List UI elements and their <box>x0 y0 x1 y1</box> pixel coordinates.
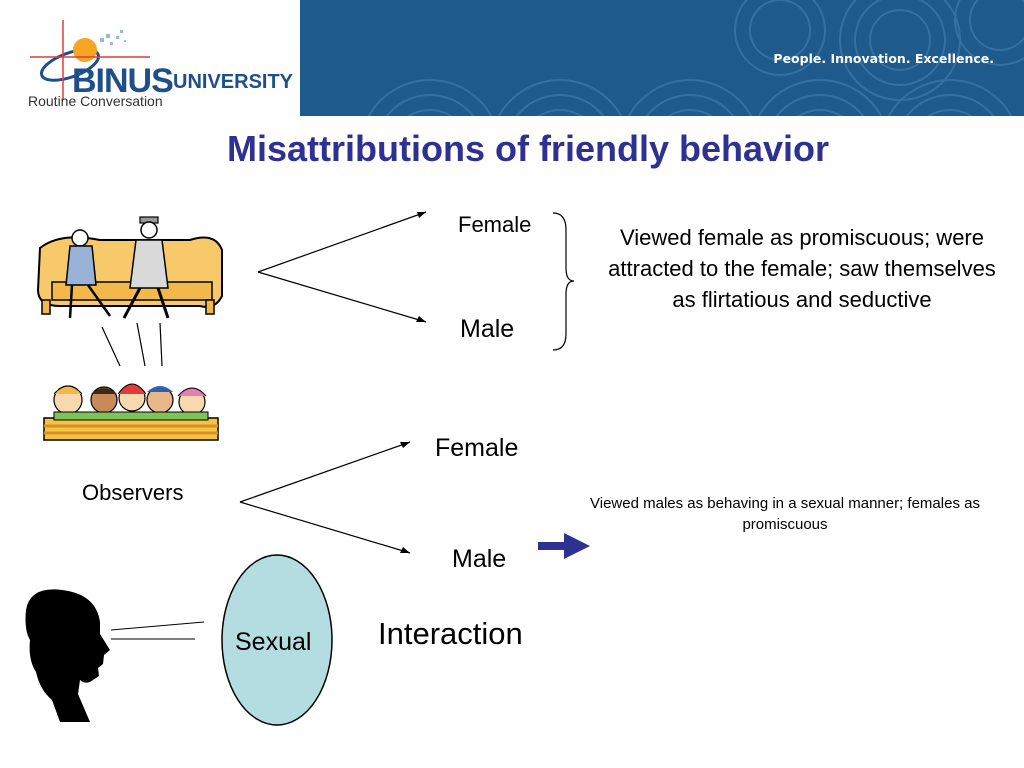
wave-pattern <box>367 0 1024 116</box>
sexual-label: Sexual <box>235 628 312 656</box>
bottom-branch-arrowhead-upper <box>400 442 410 448</box>
header-band: BINUS UNIVERSITY Routine Conversation Pe… <box>0 0 1024 116</box>
top-male-label: Male <box>460 315 515 343</box>
binus-logo-icon <box>30 20 150 100</box>
observers-group-clipart <box>43 383 219 441</box>
slide-title: Misattributions of friendly behavior <box>226 128 830 169</box>
sexual-ellipse <box>221 554 333 726</box>
bottom-branch-description: Viewed males as behaving in a sexual man… <box>590 495 980 533</box>
top-branch-description: Viewed female as promiscuous; were attra… <box>608 225 996 312</box>
couple-on-sofa-clipart <box>36 216 223 319</box>
bottom-male-label: Male <box>452 545 507 573</box>
observer-sight-lines <box>101 322 163 367</box>
top-branch-lines <box>257 211 427 323</box>
bottom-branch-arrowhead-lower <box>400 547 410 553</box>
tagline: People. Innovation. Excellence. <box>773 51 994 66</box>
head-silhouette-icon <box>25 589 110 722</box>
bottom-branch-lines <box>239 441 411 554</box>
top-branch-arrowhead-upper <box>417 212 426 218</box>
top-branch-arrowhead-lower <box>416 316 426 322</box>
right-brace <box>552 212 575 351</box>
top-female-label: Female <box>458 212 532 237</box>
logo-suffix: UNIVERSITY <box>173 71 294 93</box>
course-label: Routine Conversation <box>28 93 163 109</box>
logo-brand: BINUS <box>72 62 174 100</box>
logo-area <box>0 0 300 116</box>
interaction-label: Interaction <box>378 616 523 651</box>
right-arrow-icon <box>538 533 590 559</box>
bottom-female-label: Female <box>435 434 519 462</box>
head-sight-lines <box>110 621 205 640</box>
observers-label: Observers <box>82 480 184 505</box>
